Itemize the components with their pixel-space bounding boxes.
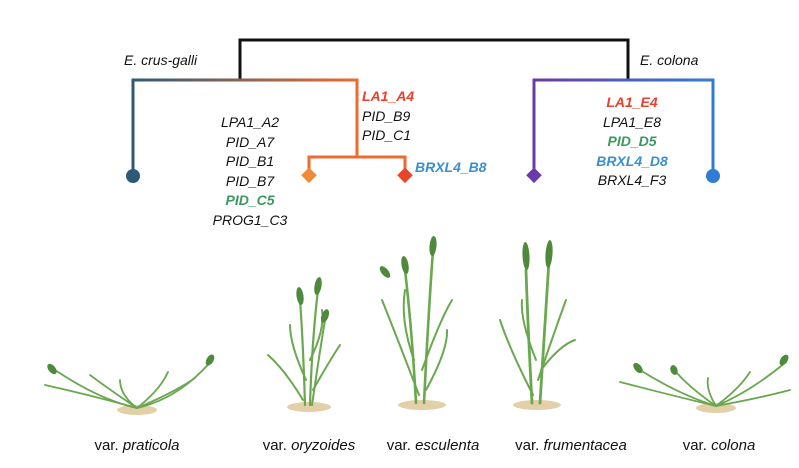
leaf-praticola (119, 379, 138, 409)
panicle-colona (633, 362, 643, 374)
leaf-praticola (136, 359, 213, 409)
leaf-colona (715, 389, 791, 407)
praticola-tip (126, 169, 140, 183)
gene-label: LA1_E4 (606, 94, 658, 110)
leaf-oryzoides (289, 324, 307, 381)
stem-oryzoides (311, 319, 326, 406)
frumentacea-tip (526, 167, 542, 184)
leaf-oryzoides (312, 344, 341, 391)
caption-esculenta: var. esculenta (386, 437, 480, 454)
leaf-praticola (44, 384, 138, 409)
stem-frumentacea (538, 258, 551, 405)
leaf-frumentacea (540, 339, 576, 371)
panicle-oryzoides (320, 309, 330, 323)
soil-oryzoides (287, 402, 331, 412)
leaf-colona (706, 377, 717, 407)
gene-label: PID_A7 (225, 133, 275, 150)
esculenta-tip (397, 167, 413, 184)
gene-label: PID_B7 (225, 172, 275, 189)
species-label-colona: E. colona (640, 52, 699, 68)
gene-label: PID_D5 (607, 133, 657, 149)
leaf-esculenta (425, 329, 449, 391)
soil-esculenta (398, 400, 446, 410)
leaf-esculenta (402, 289, 415, 361)
panicle-frumentacea (522, 242, 530, 270)
gene-label: BRXL4_F3 (597, 172, 667, 188)
gene-label: PROG1_C3 (212, 211, 288, 228)
gene-label: PID_B1 (225, 153, 275, 169)
panicle-praticola (47, 363, 57, 375)
gene-label: BRXL4_D8 (596, 152, 668, 169)
leaf-frumentacea (499, 319, 534, 396)
gene-list-esculenta: BRXL4_B8 (415, 158, 505, 178)
leaf-praticola (54, 369, 138, 409)
panicle-colona (779, 354, 789, 366)
leaf-esculenta (381, 299, 420, 396)
soil-frumentacea (513, 400, 561, 410)
oryzoides-esculenta-branch (307, 155, 407, 175)
leaf-oryzoides (267, 354, 304, 401)
panicle-oryzoides (296, 287, 304, 305)
caption-praticola: var. praticola (94, 437, 180, 454)
gene-label: LPA1_A2 (220, 114, 280, 130)
panicle-oryzoides (314, 277, 322, 295)
gene-label: PID_C1 (362, 127, 412, 143)
panicle-esculenta (379, 266, 391, 278)
oryzoides-tip (301, 167, 317, 184)
caption-oryzoides: var. oryzoides (262, 437, 356, 454)
leaf-colona (675, 371, 717, 407)
panicle-esculenta (401, 256, 409, 274)
gene-label: LA1_A4 (362, 88, 415, 104)
panicle-esculenta (429, 236, 437, 256)
leaf-colona (715, 361, 787, 407)
stem-frumentacea (524, 268, 534, 405)
caption-frumentacea: var. frumentacea (515, 437, 627, 454)
plant-illustrations (44, 236, 791, 415)
stem-oryzoides (308, 288, 320, 407)
panicle-colona (670, 365, 678, 375)
leaf-esculenta (421, 299, 453, 371)
leaf-frumentacea (520, 299, 537, 361)
panicle-frumentacea (545, 240, 553, 268)
caption-colona: var. colona (682, 437, 756, 454)
leaf-colona (619, 381, 717, 407)
colona-tip (706, 169, 720, 183)
gene-label: BRXL4_B8 (415, 159, 487, 175)
soil-praticola (117, 405, 157, 415)
leaf-colona (715, 371, 751, 407)
soil-colona (696, 403, 736, 413)
leaf-praticola (136, 377, 196, 409)
species-label-crus-galli: E. crus-galli (124, 52, 198, 68)
gene-label: PID_C5 (225, 192, 275, 208)
stem-esculenta (422, 248, 435, 405)
stem-oryzoides (298, 298, 307, 407)
gene-label: LPA1_E8 (602, 113, 662, 130)
panicle-praticola (205, 354, 215, 366)
root-branch (238, 38, 630, 80)
gene-label: PID_B9 (362, 107, 411, 124)
leaf-praticola (136, 371, 169, 409)
